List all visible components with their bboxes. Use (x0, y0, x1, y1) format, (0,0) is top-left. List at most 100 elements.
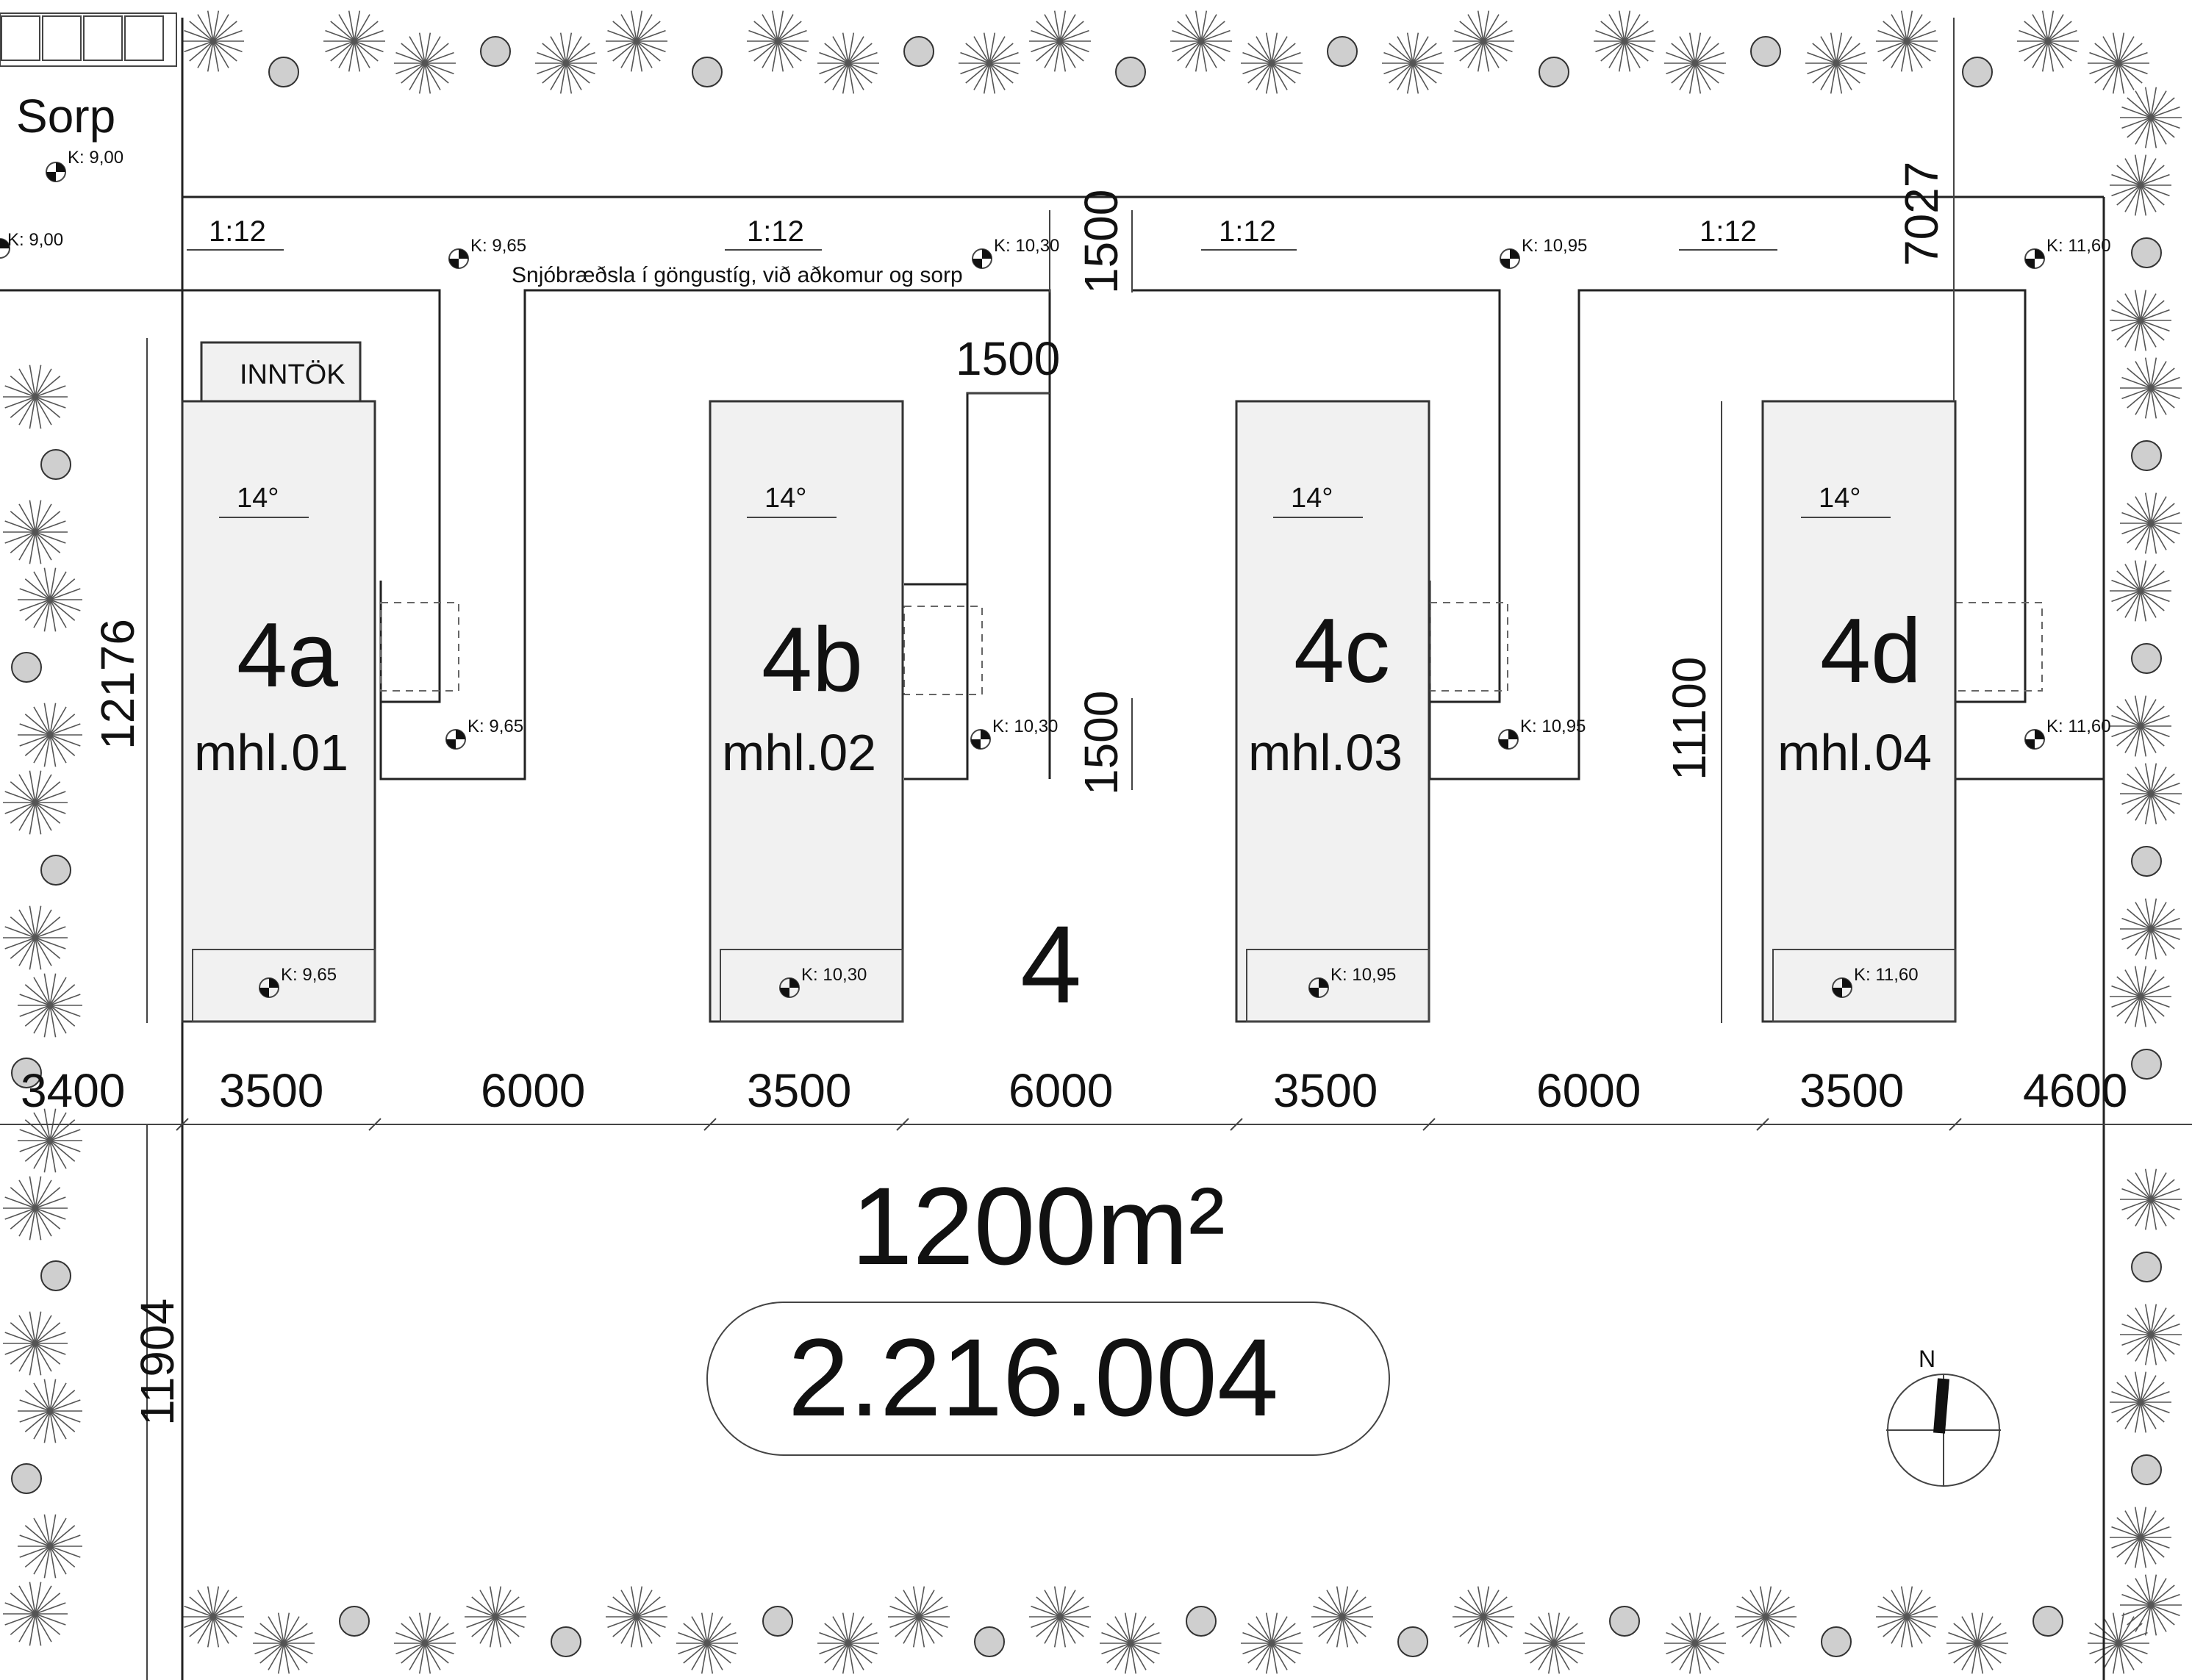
dim-gap-top: 1500 (1075, 190, 1128, 294)
shrub-icon (40, 449, 71, 480)
snow-melt-note: Snjóbræðsla í göngustíg, við aðkomur og … (512, 263, 963, 287)
lot-area: 1200m² (851, 1164, 1225, 1288)
tree-icon (2120, 1574, 2182, 1636)
north-label: N (1919, 1346, 1935, 1372)
waste-bins (0, 12, 177, 67)
tree-icon (959, 32, 1020, 94)
shrub-icon (2131, 643, 2162, 674)
path-slopes: 1:12 1:12 1:12 1:12 (187, 215, 1777, 251)
tree-icon (2110, 290, 2171, 351)
level-marker: K: 11,60 (1832, 965, 1919, 998)
shrub-icon (974, 1626, 1005, 1657)
tree-icon (182, 1586, 244, 1648)
building-4c (1235, 400, 1430, 1023)
tree-icon (2088, 32, 2149, 94)
lot-number: 4 (1020, 902, 1081, 1026)
slope-2: 1:12 (747, 215, 804, 248)
unit-mhl-4b: mhl.02 (722, 724, 876, 781)
building-4b (709, 400, 904, 1023)
tree-icon (1100, 1612, 1161, 1674)
level-marker: K: 9,65 (445, 717, 523, 750)
shrub-icon (268, 57, 299, 87)
tree-icon (2120, 357, 2182, 419)
shrub-icon (339, 1606, 370, 1637)
tree-icon (1946, 1612, 2008, 1674)
level-top-4a: K: 9,65 (470, 236, 526, 256)
tree-icon (535, 32, 597, 94)
tree-icon (2120, 492, 2182, 554)
level-top-4b: K: 10,30 (994, 236, 1059, 256)
tree-icon (817, 1612, 879, 1674)
dim-bottom-2: 6000 (481, 1064, 585, 1117)
dim-left-upper: 12176 (91, 619, 144, 750)
tree-icon (1735, 1586, 1797, 1648)
tree-icon (747, 10, 809, 72)
vegetation-border (3, 10, 2182, 1674)
level-marker: K: 10,30 (972, 236, 1059, 269)
dim-bottom-7: 3500 (1799, 1064, 1904, 1117)
sorp-label: Sorp (16, 90, 115, 143)
tree-icon (676, 1612, 738, 1674)
level-marker: K: 10,30 (970, 717, 1058, 750)
tree-icon (1170, 10, 1232, 72)
level-marker: K: 9,65 (259, 965, 337, 998)
tree-icon (2110, 695, 2171, 757)
tree-icon (18, 1514, 82, 1579)
level-entry-4a: K: 9,65 (468, 717, 523, 736)
level-marker: K: 9,65 (448, 236, 526, 269)
tree-icon (1241, 32, 1303, 94)
shrub-icon (40, 1260, 71, 1291)
dim-gap-mid: 1500 (1075, 691, 1128, 795)
dim-left-lower: 11904 (131, 1299, 184, 1426)
level-entry-4c: K: 10,95 (1520, 717, 1586, 736)
level-marker: K: 10,95 (1308, 965, 1396, 998)
level-top-4d: K: 11,60 (2046, 236, 2111, 256)
level-marker: K: 11,60 (2024, 717, 2111, 750)
dim-gap-width: 1500 (956, 332, 1060, 385)
tree-icon (465, 1586, 526, 1648)
tree-icon (1523, 1612, 1585, 1674)
shrub-icon (11, 652, 42, 683)
level-top-4c: K: 10,95 (1522, 236, 1587, 256)
tree-icon (1664, 1612, 1726, 1674)
level-entry-4b: K: 10,30 (992, 717, 1058, 736)
tree-icon (606, 10, 667, 72)
dim-bottom-0: 3400 (21, 1064, 125, 1117)
tree-icon (888, 1586, 950, 1648)
tree-icon (606, 1586, 667, 1648)
shrub-icon (11, 1058, 42, 1088)
tree-icon (2120, 1169, 2182, 1230)
tree-icon (1311, 1586, 1373, 1648)
shrub-icon (762, 1606, 793, 1637)
tree-icon (1805, 32, 1867, 94)
unit-mhl-4d: mhl.04 (1777, 724, 1932, 781)
tree-icon (323, 10, 385, 72)
tree-icon (1029, 1586, 1091, 1648)
tree-icon (1241, 1612, 1303, 1674)
unit-mhl-4c: mhl.03 (1248, 724, 1403, 781)
shrub-icon (903, 36, 934, 67)
tree-icon (1876, 10, 1938, 72)
dim-top-right: 7027 (1895, 162, 1948, 266)
shrub-icon (2032, 1606, 2063, 1637)
tree-icon (3, 770, 68, 835)
tree-icon (3, 500, 68, 564)
tree-icon (3, 1582, 68, 1646)
tree-icon (2120, 1304, 2182, 1365)
level-inner-4d: K: 11,60 (1854, 965, 1919, 985)
shrub-icon (11, 1463, 42, 1494)
dim-bottom-3: 3500 (747, 1064, 851, 1117)
dim-bottom-4: 6000 (1009, 1064, 1113, 1117)
level-marker: K: 10,30 (779, 965, 867, 998)
elevation-markers: K: 9,00 K: 9,65 K: 9,65 K: 9,65 K: 10,30… (0, 230, 2111, 998)
tree-icon (2120, 87, 2182, 148)
tree-icon (3, 1176, 68, 1241)
shrub-icon (1821, 1626, 1852, 1657)
roof-pitch-4a: 14° (237, 483, 279, 514)
tree-icon (18, 703, 82, 767)
tree-icon (2110, 966, 2171, 1027)
level-path-start: K: 9,00 (7, 230, 63, 250)
dim-bottom-8: 4600 (2023, 1064, 2127, 1117)
tree-icon (2110, 1371, 2171, 1433)
tree-icon (253, 1612, 315, 1674)
